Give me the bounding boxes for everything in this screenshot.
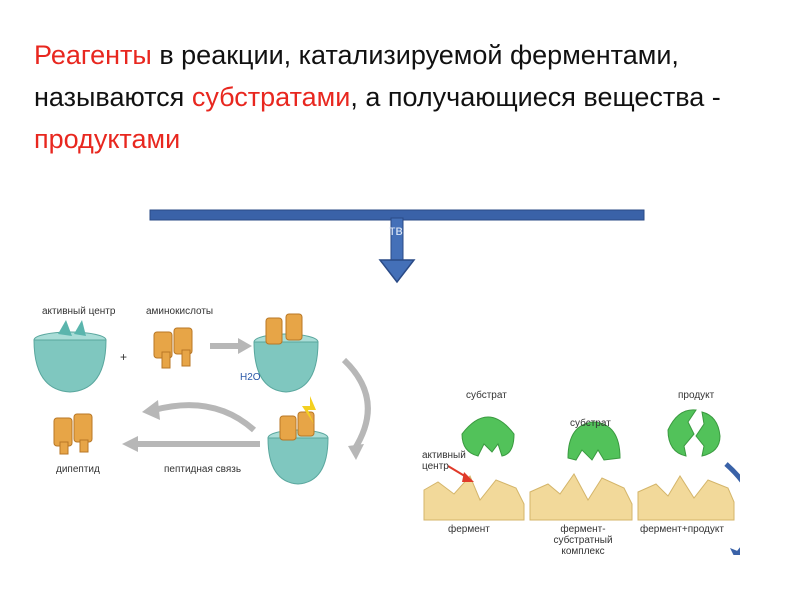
label-product: продукт: [678, 390, 714, 401]
label-peptide-bond: пептидная связь: [164, 464, 241, 475]
label-active-center-left: активный центр: [42, 306, 115, 317]
label-substrate-2: субстрат: [570, 418, 611, 429]
label-amino-acids: аминокислоты: [146, 306, 213, 317]
label-enzyme-substrate-complex: фермент-субстратный комплекс: [532, 524, 634, 557]
diagram-enzyme-cycle: активный центр аминокислоты + H2O дипепт…: [14, 300, 406, 490]
hidden-fragment: тв: [389, 222, 403, 238]
label-active-center-right: активный центр: [422, 450, 466, 472]
label-plus: +: [120, 350, 127, 364]
label-water: H2O: [240, 372, 261, 383]
label-dipeptide: дипептид: [56, 464, 100, 475]
label-enzyme-product: фермент+продукт: [640, 524, 724, 535]
label-enzyme: фермент: [448, 524, 490, 535]
diagram-enzyme-substrate: субстрат субстрат продукт активный центр…: [418, 380, 740, 555]
label-substrate-1: субстрат: [466, 390, 507, 401]
